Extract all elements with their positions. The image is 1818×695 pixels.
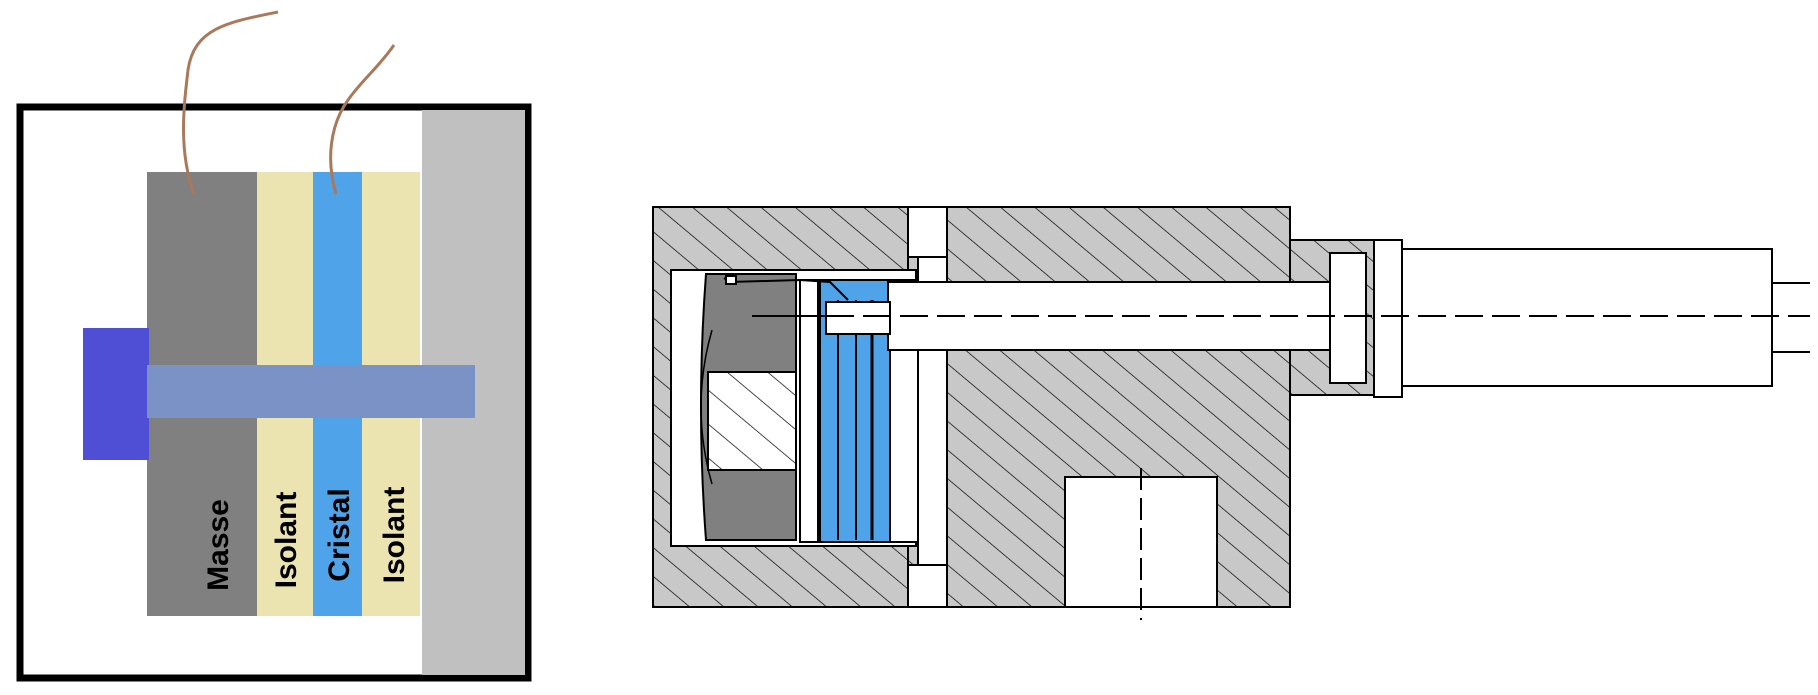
bolt-head [83,328,149,460]
cable [1401,248,1773,387]
label-isolant-2: Isolant [378,487,411,584]
accelerometer-schematic: Masse Isolant Cristal Isolant [16,10,532,682]
bolt-shaft [147,365,475,418]
sensor-cross-section [652,206,1810,620]
connector-flange [1373,239,1403,398]
slot-bottom [907,564,948,608]
wire-masse [182,10,279,195]
mass-insert [707,371,797,471]
plate-left [799,279,819,543]
label-isolant-1: Isolant [270,492,303,589]
mass-curve [700,329,713,485]
slot-top [907,206,948,258]
bolt-tip [825,301,891,335]
connector-flange-inner [1329,252,1367,384]
label-cristal: Cristal [323,488,356,581]
label-masse: Masse [202,499,235,591]
wire-cristal [329,44,396,195]
top-clip-box [725,275,737,285]
